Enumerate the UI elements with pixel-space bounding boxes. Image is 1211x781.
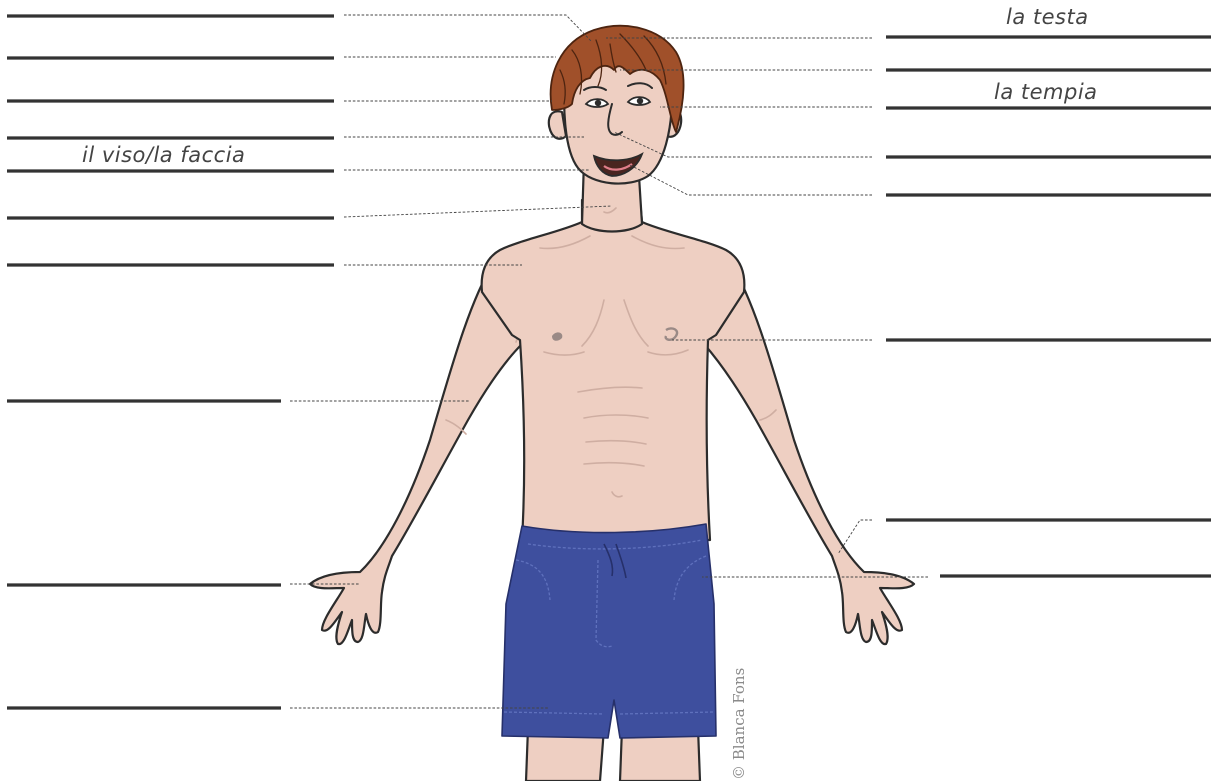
leader-line [628,164,872,195]
shorts [502,524,716,738]
artist-credit: © Blanca Fons [730,668,748,780]
label-la-tempia: la tempia [994,80,1098,104]
label-la-testa: la testa [1006,5,1089,29]
leader-line [344,206,612,217]
answer-lines-left [7,16,334,708]
left-arm [310,262,522,644]
head [549,26,684,184]
answer-lines-right [886,37,1211,576]
right-arm [704,262,914,644]
figure [310,26,914,781]
leader-line [344,15,592,42]
torso [482,200,745,540]
label-il-viso-la-faccia: il viso/la faccia [82,143,245,167]
